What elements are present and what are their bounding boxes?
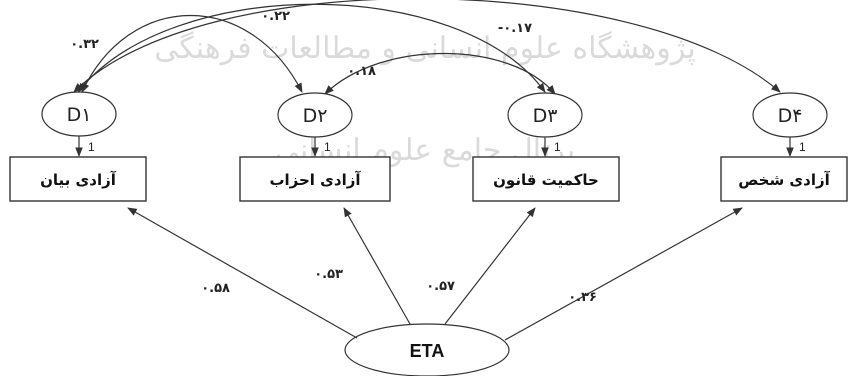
d3-loading-value: 1 bbox=[554, 140, 561, 154]
corr-d2-d3-coef: ۰.۱۸ bbox=[347, 64, 376, 79]
error-term-d4-label: D۴ bbox=[778, 105, 803, 127]
error-term-d1-label: D۱ bbox=[67, 104, 92, 126]
indicator-box-2: آزادی احزاب bbox=[239, 156, 391, 202]
indicator-box-4: آزادی شخص bbox=[720, 156, 848, 202]
corr-d1-d4-curve bbox=[73, 0, 781, 93]
eta-paths: ۰.۵۸ ۰.۵۳ ۰.۵۷ ۰.۳۶ bbox=[127, 207, 743, 341]
path-coef-3: ۰.۵۷ bbox=[426, 279, 455, 294]
corr-d1-d3-coef: ۰.۲۲ bbox=[261, 9, 290, 24]
error-term-d4: D۴ bbox=[752, 92, 828, 138]
corr-d1-d2-coef: ۰.۳۲ bbox=[70, 37, 99, 52]
error-loadings: 1 1 1 1 bbox=[75, 136, 806, 157]
d2-loading-value: 1 bbox=[324, 140, 331, 154]
d4-loading-value: 1 bbox=[799, 140, 806, 154]
indicator-box-1: آزادی بیان bbox=[9, 156, 147, 202]
latent-eta-label: ETA bbox=[410, 341, 445, 361]
indicator-label-1: آزادی بیان bbox=[40, 171, 117, 189]
error-term-d1: D۱ bbox=[41, 91, 117, 137]
eta-to-indicator-1-arrow bbox=[127, 207, 358, 339]
eta-to-indicator-3-arrow bbox=[444, 207, 536, 325]
indicator-label-4: آزادی شخص bbox=[738, 171, 830, 189]
corr-d1-d4-coef: -۰.۱۷ bbox=[498, 21, 532, 36]
latent-eta: ETA bbox=[344, 323, 510, 376]
error-term-d3: D۳ bbox=[507, 92, 583, 138]
path-coef-4: ۰.۳۶ bbox=[568, 290, 597, 305]
d1-loading-value: 1 bbox=[88, 140, 95, 154]
error-term-d2: D۲ bbox=[277, 92, 353, 138]
watermark: پژوهشگاه علوم انسانی و مطالعات فرهنگی پر… bbox=[154, 31, 696, 168]
path-coef-1: ۰.۵۸ bbox=[201, 281, 230, 296]
error-term-d3-label: D۳ bbox=[533, 105, 558, 127]
indicator-label-3: حاکمیت قانون bbox=[493, 171, 599, 189]
corr-d2-d3-curve bbox=[324, 53, 556, 95]
eta-to-indicator-2-arrow bbox=[343, 207, 411, 325]
indicator-label-2: آزادی احزاب bbox=[269, 171, 361, 189]
indicator-box-3: حاکمیت قانون bbox=[472, 156, 620, 202]
corr-d1-d2-curve bbox=[81, 15, 303, 93]
error-term-d2-label: D۲ bbox=[303, 105, 328, 127]
path-coef-2: ۰.۵۳ bbox=[314, 267, 343, 282]
watermark-line1: پژوهشگاه علوم انسانی و مطالعات فرهنگی bbox=[154, 31, 696, 66]
error-correlations: ۰.۳۲ ۰.۲۲ -۰.۱۷ ۰.۱۸ bbox=[70, 0, 781, 95]
eta-to-indicator-4-arrow bbox=[504, 207, 743, 341]
